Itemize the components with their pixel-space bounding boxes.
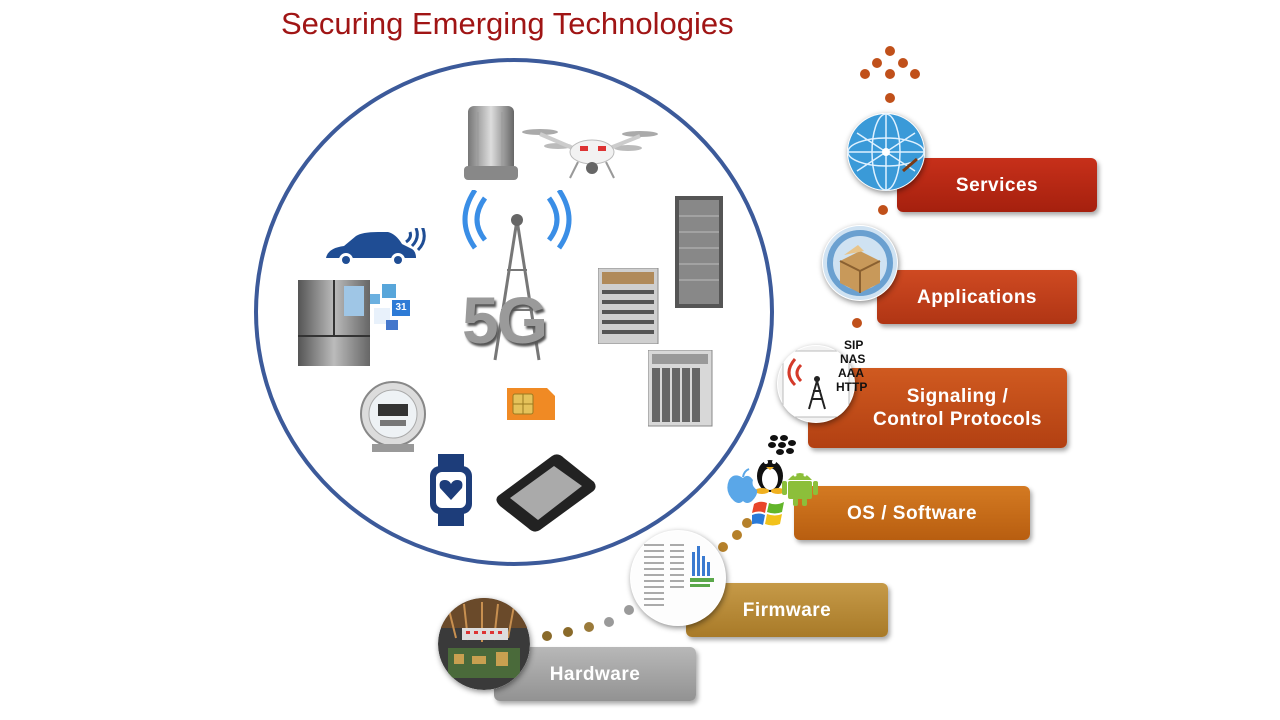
layer-label: Hardware	[549, 663, 641, 685]
trail-dot	[584, 622, 594, 632]
android-icon	[782, 473, 818, 506]
windows-icon	[752, 501, 784, 526]
blackberry-icon	[768, 435, 796, 455]
trail-dot	[885, 69, 895, 79]
trail-dot	[542, 631, 552, 641]
trail-dot	[563, 627, 573, 637]
protocol-list: SIP NAS AAA HTTP	[836, 338, 867, 394]
layer-label: Firmware	[742, 599, 832, 621]
trail-dot	[732, 530, 742, 540]
layer-label: Applications	[916, 286, 1037, 308]
trail-dot	[910, 69, 920, 79]
layer-os-software: OS / Software	[794, 486, 1030, 540]
globe-network-icon	[847, 113, 925, 191]
layer-label: OS / Software	[846, 502, 978, 524]
apple-icon	[727, 468, 758, 503]
sim-card-icon	[507, 388, 555, 420]
layer-label-line2: Control Protocols	[873, 409, 1042, 430]
layer-services: Services	[897, 158, 1097, 212]
trail-dot	[885, 46, 895, 56]
trail-dot	[718, 542, 728, 552]
smart-fridge-icon	[298, 280, 406, 366]
protocol-http: HTTP	[836, 380, 868, 394]
protocol-nas: NAS	[840, 352, 866, 366]
firmware-hexdump-icon	[630, 530, 726, 626]
trail-dot	[742, 518, 752, 528]
5g-tower-icon	[462, 190, 572, 361]
drone-icon	[522, 129, 658, 179]
layer-label: Services	[955, 174, 1039, 196]
software-box-icon	[822, 225, 898, 301]
trail-dot	[604, 617, 614, 627]
trail-dot	[885, 93, 895, 103]
trail-dot	[878, 205, 888, 215]
circuit-board-icon	[438, 598, 530, 690]
calendar-label: 31	[395, 302, 407, 313]
antenna-icon	[777, 345, 855, 423]
trail-dot	[872, 58, 882, 68]
protocol-sip: SIP	[844, 338, 864, 352]
trail-dot	[898, 58, 908, 68]
trail-dot	[860, 69, 870, 79]
connected-car-icon	[326, 228, 426, 267]
layer-applications: Applications	[877, 270, 1077, 324]
small-cell-icon	[464, 106, 518, 180]
smartphone-icon	[496, 454, 596, 532]
diagram-title: Securing Emerging Technologies	[281, 6, 734, 41]
layer-label-line1: Signaling /	[906, 386, 1009, 407]
trail-dot	[852, 318, 862, 328]
chassis-icon	[648, 350, 713, 427]
smartwatch-icon	[430, 454, 472, 526]
protocol-aaa: AAA	[838, 366, 864, 380]
network-switch-icon	[598, 268, 659, 344]
5g-label: 5G	[462, 283, 548, 357]
trail-dot	[624, 605, 634, 615]
calendar-tile: 31	[392, 300, 410, 316]
server-rack-icon	[675, 196, 723, 308]
linux-icon	[755, 460, 785, 494]
smart-meter-icon	[360, 381, 426, 452]
